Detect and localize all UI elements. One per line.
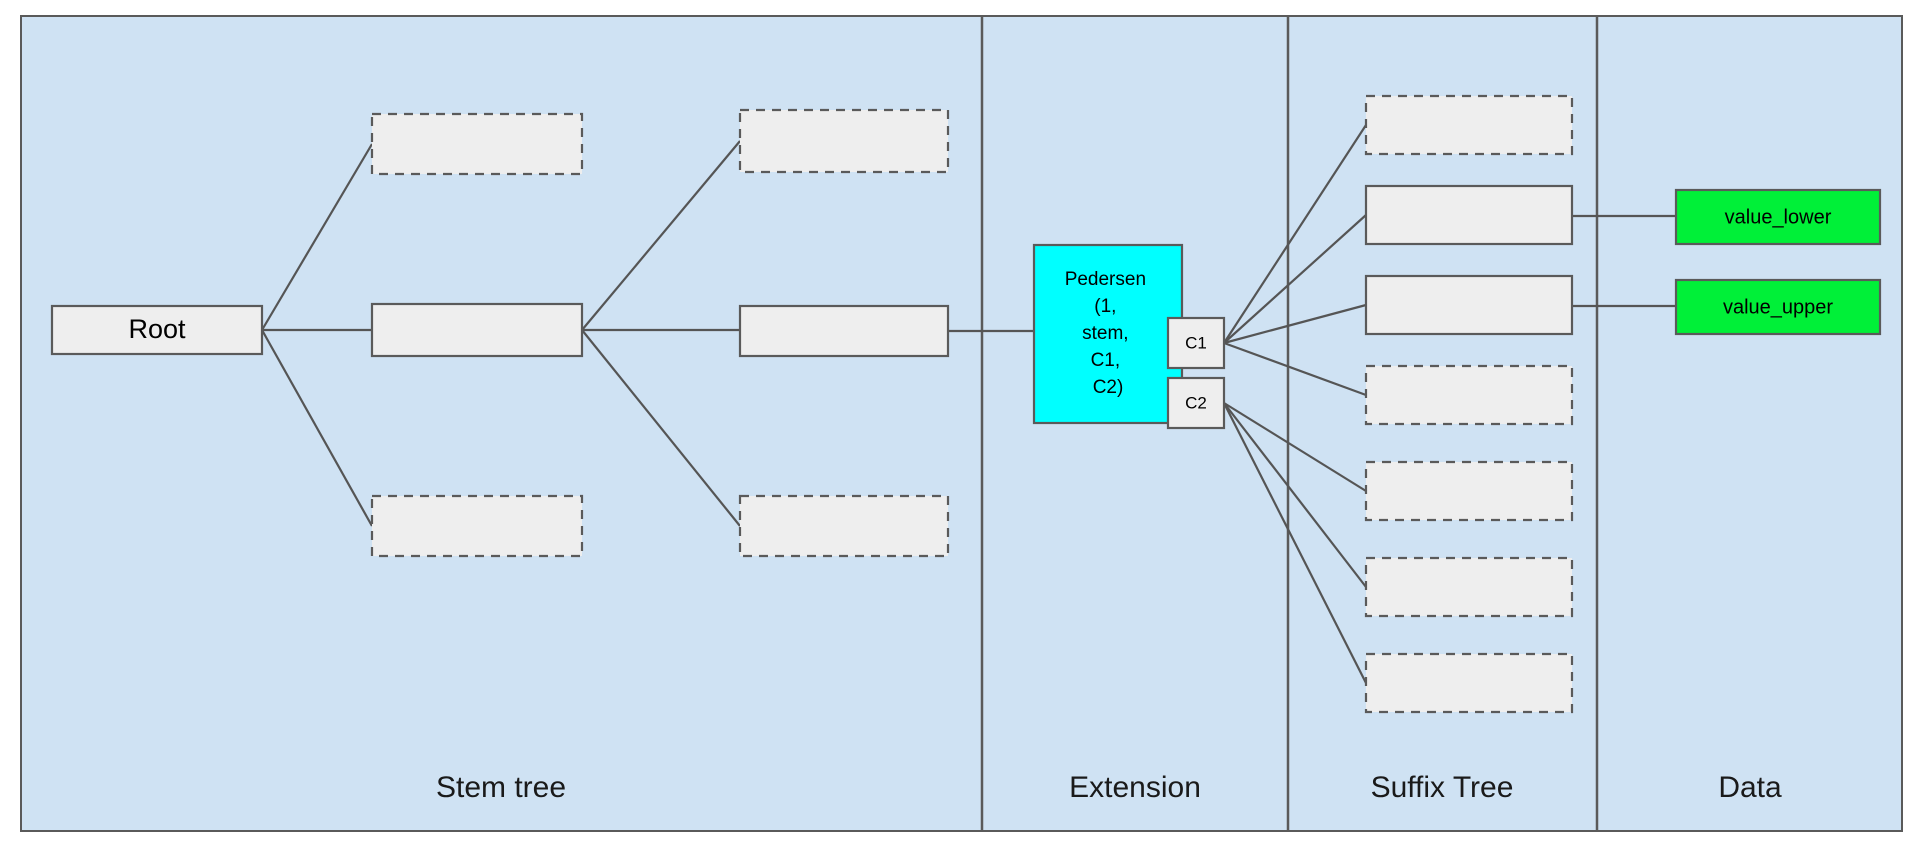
panel-title-suffix-tree: Suffix Tree xyxy=(1371,771,1514,804)
node-pedersen-commitment-box[interactable] xyxy=(1032,243,1184,425)
edge-c2-to-suffix-5 xyxy=(1223,402,1367,588)
edge-stem-l1-to-stem-l2-top xyxy=(581,140,741,331)
panel-titles: Stem tree Extension Suffix Tree Data xyxy=(436,771,1782,804)
commit-line-0: Pedersen xyxy=(1065,269,1146,290)
node-suffix-6[interactable] xyxy=(1364,652,1574,714)
node-stem-l1-top[interactable] xyxy=(370,112,584,176)
node-stem-l2-top[interactable] xyxy=(738,108,950,174)
node-c1-box[interactable] xyxy=(1166,316,1226,370)
node-c2[interactable]: C2 xyxy=(1166,376,1226,430)
panel-title-extension: Extension xyxy=(1069,771,1201,804)
node-suffix-4[interactable] xyxy=(1364,460,1574,522)
node-c2-label: C2 xyxy=(1185,393,1207,412)
node-root-box[interactable] xyxy=(50,304,264,356)
commit-line-2: stem, xyxy=(1082,323,1128,344)
node-suffix-3[interactable] xyxy=(1364,364,1574,426)
panel-title-data: Data xyxy=(1718,771,1782,804)
node-value-upper[interactable]: value_upper xyxy=(1674,278,1882,336)
edge-c2-to-suffix-6 xyxy=(1223,402,1367,684)
node-value-lower-label: value_lower xyxy=(1725,206,1832,228)
node-root-label: Root xyxy=(128,314,186,344)
edge-c1-to-suffix-2 xyxy=(1223,303,1367,345)
node-value-upper-box[interactable] xyxy=(1674,278,1882,336)
stem-tree-nodes: Root xyxy=(50,108,950,558)
node-suffix-2[interactable] xyxy=(1364,274,1574,336)
edge-c1-to-suffix-1 xyxy=(1223,214,1367,344)
node-suffix-1[interactable] xyxy=(1364,184,1574,246)
node-pedersen-commitment[interactable]: Pedersen (1, stem, C1, C2) xyxy=(1032,243,1184,425)
edge-stem-l1-to-stem-l2-bottom xyxy=(581,329,741,527)
edge-layer xyxy=(261,124,1676,684)
edge-c1-to-suffix-0 xyxy=(1223,124,1367,344)
data-nodes: value_lower value_upper xyxy=(1674,188,1882,336)
node-stem-l1-bottom[interactable] xyxy=(370,494,584,558)
edge-c1-to-suffix-3 xyxy=(1223,341,1367,397)
node-c2-box[interactable] xyxy=(1166,376,1226,430)
panel-dividers xyxy=(980,16,1599,831)
edge-c2-to-suffix-4 xyxy=(1223,402,1367,492)
panel-title-stem-tree: Stem tree xyxy=(436,771,566,804)
node-suffix-0[interactable] xyxy=(1364,94,1574,156)
node-suffix-5[interactable] xyxy=(1364,556,1574,618)
edge-root-to-stem-l1-bottom xyxy=(261,329,373,527)
edge-root-to-stem-l1-top xyxy=(261,143,373,331)
diagram-frame xyxy=(20,15,1903,832)
node-root[interactable]: Root xyxy=(50,304,264,356)
commit-line-1: (1, xyxy=(1094,296,1116,317)
node-pedersen-commitment-label: Pedersen (1, stem, C1, C2) xyxy=(1065,269,1152,398)
node-value-upper-label: value_upper xyxy=(1723,296,1833,318)
suffix-tree-nodes xyxy=(1364,94,1574,714)
node-stem-l2-bottom[interactable] xyxy=(738,494,950,558)
node-c1[interactable]: C1 xyxy=(1166,316,1226,370)
node-stem-l1-middle[interactable] xyxy=(370,302,584,358)
node-value-lower-box[interactable] xyxy=(1674,188,1882,246)
commit-line-4: C2) xyxy=(1093,377,1124,398)
node-stem-l2-middle[interactable] xyxy=(738,304,950,358)
commit-line-3: C1, xyxy=(1091,350,1121,371)
node-value-lower[interactable]: value_lower xyxy=(1674,188,1882,246)
node-c1-label: C1 xyxy=(1185,333,1207,352)
extension-nodes: Pedersen (1, stem, C1, C2) C1 C2 xyxy=(1032,243,1226,430)
